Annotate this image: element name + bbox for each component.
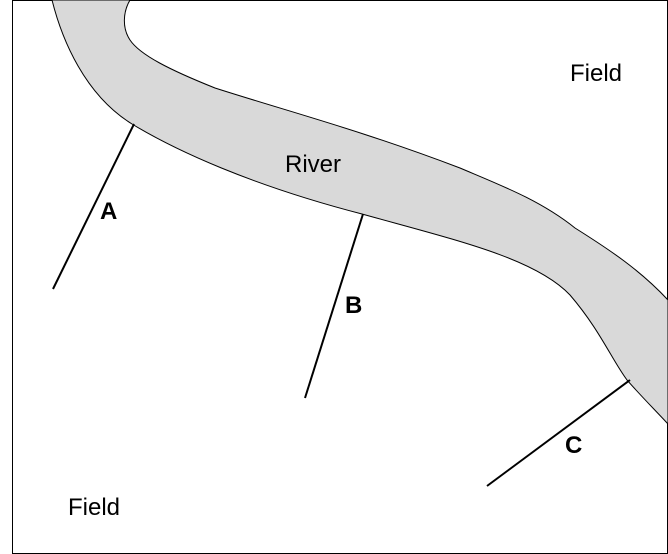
line-b-label: B <box>345 292 363 319</box>
river-label: River <box>285 151 342 178</box>
line-a-label: A <box>100 198 118 225</box>
field-label-top: Field <box>570 60 623 87</box>
line-a <box>52 123 135 290</box>
line-c-label: C <box>565 432 583 459</box>
field-label-bottom: Field <box>68 494 121 521</box>
line-c <box>486 379 631 487</box>
river-shape <box>51 0 668 425</box>
line-b <box>304 213 364 399</box>
